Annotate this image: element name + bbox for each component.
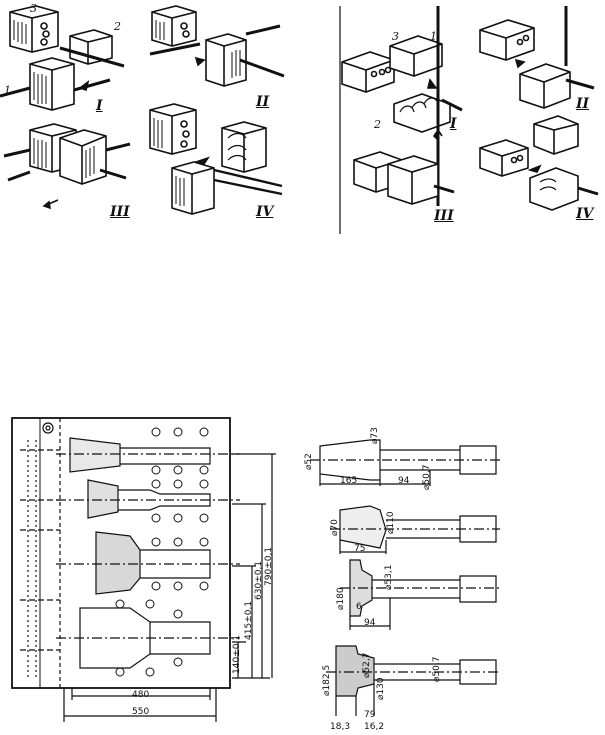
b-stage-label-i: I	[450, 116, 457, 132]
forging-stage-2	[330, 505, 500, 554]
forging-stages: ⌀52 ⌀73 ⌀50,7 165 94 ⌀70 ⌀110 75 ⌀180 ⌀5…	[300, 410, 605, 735]
die-plan-drawing	[11, 417, 276, 722]
s2-dia-110: ⌀110	[386, 511, 396, 534]
stage-3-assembly	[3, 123, 131, 210]
b-stage-1-assembly	[341, 6, 463, 206]
dim-height-415: 415±0,1	[244, 600, 254, 640]
dim-height-630: 630±0,1	[254, 560, 264, 600]
cavity-2	[56, 479, 240, 519]
dim-width-480: 480	[132, 690, 150, 700]
b-stage-2-assembly	[479, 6, 595, 109]
stage-label-i: I	[96, 98, 103, 114]
stage-label-ii: II	[256, 94, 270, 110]
s2-len-75: 75	[354, 544, 366, 554]
b-stage-label-ii: II	[576, 96, 590, 112]
s1-dia-73: ⌀73	[370, 427, 380, 444]
stage-label-iv: IV	[256, 204, 274, 220]
figure-a-die-sequence: 3 2 1 I II III IV	[0, 0, 290, 240]
bolt-holes	[115, 427, 209, 677]
s3-len-6: 6	[356, 602, 362, 612]
dim-height-140: 140±0,1	[232, 634, 242, 674]
s4-dia-50-7: ⌀50,7	[432, 656, 442, 682]
s4-len-18-3: 18,3	[330, 722, 351, 732]
dim-width-550: 550	[132, 707, 150, 717]
s4-len-16-2: 16,2	[364, 722, 385, 732]
b-callout-1: 1	[430, 30, 437, 43]
callout-1: 1	[4, 84, 11, 97]
stage-label-iii: III	[110, 204, 130, 220]
s1-dia-52: ⌀52	[304, 453, 314, 470]
figure-b-drawing	[339, 6, 599, 234]
s3-dia-180: ⌀180	[336, 587, 346, 610]
callout-2: 2	[114, 20, 121, 33]
cavity-3	[56, 531, 240, 595]
callout-3: 3	[30, 2, 37, 15]
s4-dia-52-7: ⌀52,7	[362, 652, 372, 678]
forging-stage-1	[310, 439, 500, 486]
stage-4-assembly	[149, 103, 283, 215]
s4-dia-182-5: ⌀182,5	[322, 664, 332, 696]
s4-len-79: 79	[364, 710, 376, 720]
b-stage-4-assembly	[479, 115, 599, 211]
b-stage-3-assembly	[353, 127, 455, 205]
cavity-1	[56, 437, 240, 473]
b-callout-2: 2	[374, 118, 381, 131]
s2-dia-70: ⌀70	[330, 519, 340, 536]
forging-stage-4	[326, 645, 500, 716]
b-stage-label-iv: IV	[576, 206, 594, 222]
s1-len-165: 165	[340, 476, 358, 486]
figure-b-die-sequence: 3 1 2 I II III IV	[330, 0, 600, 240]
s4-dia-130: ⌀130	[376, 677, 386, 700]
forging-stages-drawing	[310, 439, 500, 716]
s1-len-94: 94	[398, 476, 410, 486]
stage-2-assembly	[149, 5, 285, 87]
s3-dia-53-1: ⌀53,1	[384, 564, 394, 590]
cavity-4	[56, 607, 240, 669]
dim-height-790: 790±0,1	[264, 546, 274, 586]
forging-stage-3	[340, 559, 500, 630]
die-block-plan: 480 550 140±0,1 415±0,1 630±0,1 790±0,1	[0, 410, 300, 735]
b-stage-label-iii: III	[434, 208, 454, 224]
stage-1-assembly	[0, 5, 125, 111]
left-guide-marks	[20, 422, 60, 680]
figure-a-drawing	[0, 5, 285, 215]
s3-len-94: 94	[364, 618, 376, 628]
b-callout-3: 3	[392, 30, 399, 43]
s1-dia-50-7: ⌀50,7	[422, 464, 432, 490]
